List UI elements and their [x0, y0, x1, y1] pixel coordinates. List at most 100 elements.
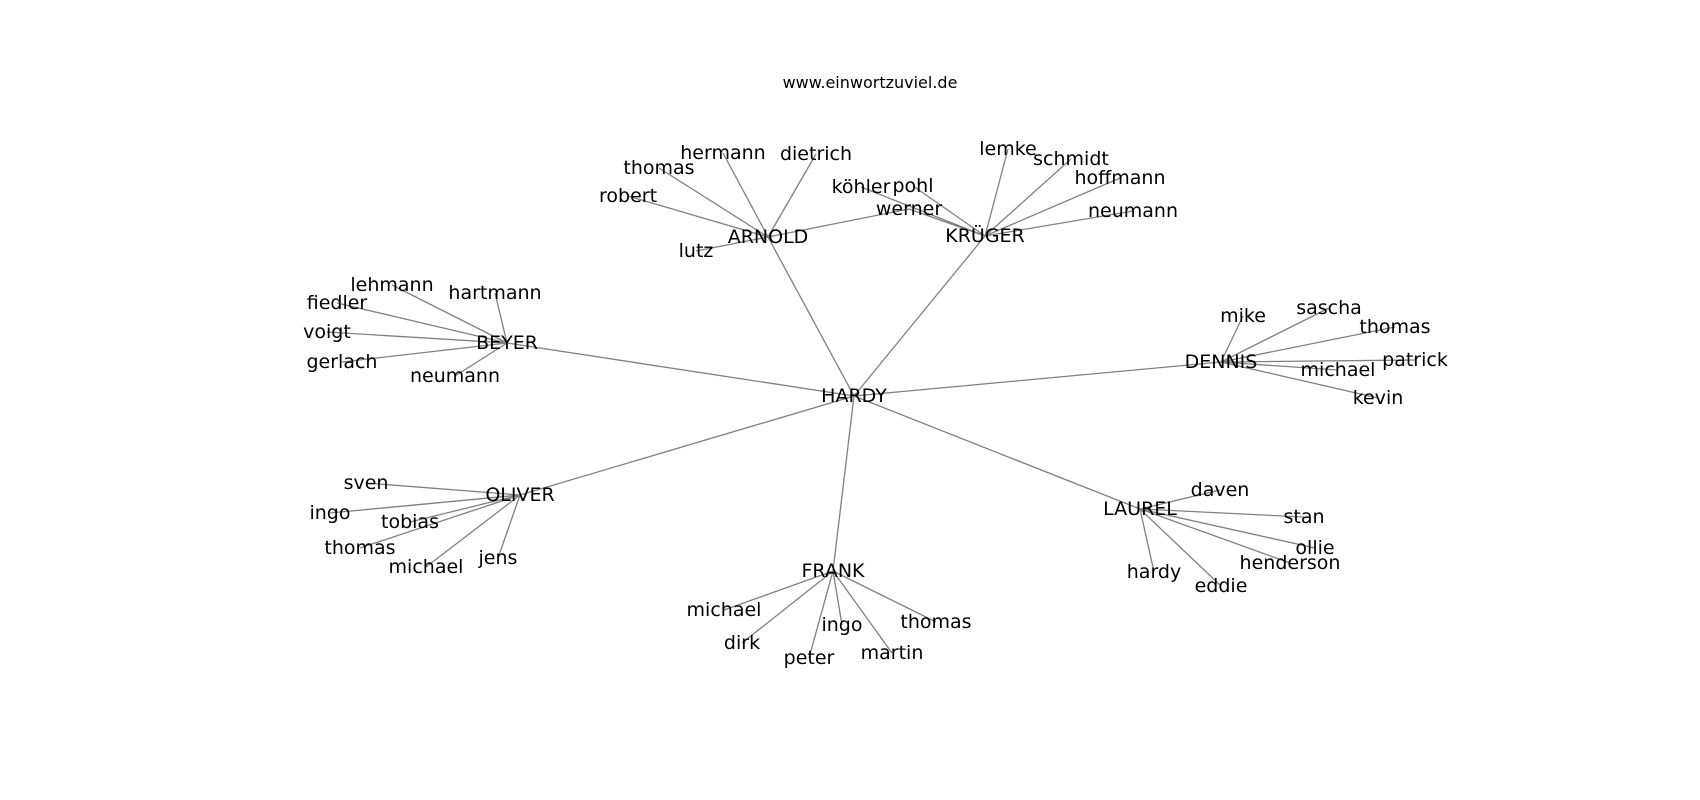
- edge-hardy_c-dennis: [853, 361, 1222, 397]
- node-label-b-fiedler: fiedler: [307, 292, 368, 314]
- node-label-b-lehmann: lehmann: [350, 274, 433, 296]
- node-label-o-jens: jens: [478, 547, 518, 569]
- edge-kruger-k_neumann: [984, 210, 1134, 237]
- edge-laurel-l_henderson: [1139, 508, 1291, 564]
- edge-hardy_c-arnold: [767, 236, 855, 397]
- edge-frank-f_martin: [832, 570, 893, 654]
- edge-dennis-d_mike: [1220, 315, 1244, 363]
- node-label-d-thomas: thomas: [1359, 316, 1430, 338]
- edge-beyer-b_neumann: [454, 342, 508, 377]
- edge-laurel-l_eddie: [1139, 508, 1222, 587]
- edge-beyer-b_hartmann: [494, 292, 508, 344]
- node-label-l-henderson: henderson: [1240, 552, 1341, 574]
- node-label-beyer: BEYER: [476, 332, 538, 354]
- node-label-frank: FRANK: [801, 560, 865, 582]
- edge-oliver-o_michael: [425, 494, 521, 568]
- node-label-arnold: ARNOLD: [728, 226, 809, 248]
- edge-beyer-b_fiedler: [336, 302, 508, 344]
- node-label-o-tobias: tobias: [381, 511, 439, 533]
- edge-dennis-d_thomas: [1220, 326, 1396, 363]
- edge-frank-f_michael: [723, 570, 834, 611]
- node-label-a-lutz: lutz: [679, 240, 714, 262]
- node-label-f-martin: martin: [861, 642, 924, 664]
- edge-kruger-k_pohl: [912, 185, 986, 237]
- node-label-k-schmidt: schmidt: [1033, 148, 1109, 170]
- node-label-d-kevin: kevin: [1353, 387, 1404, 409]
- edges-layer: [326, 148, 1416, 659]
- edge-hardy_c-frank: [832, 395, 855, 572]
- edge-kruger-k_kohler: [860, 186, 986, 237]
- edge-laurel-l_ollie: [1139, 508, 1316, 549]
- node-label-o-ingo: ingo: [309, 502, 350, 524]
- node-label-l-ollie: ollie: [1295, 537, 1334, 559]
- edge-oliver-o_sven: [365, 482, 521, 496]
- node-label-o-thomas: thomas: [324, 537, 395, 559]
- edge-oliver-o_thomas: [359, 494, 521, 549]
- edge-hardy_c-beyer: [506, 342, 855, 397]
- node-label-l-hardy: hardy: [1127, 561, 1181, 583]
- node-label-d-patrick: patrick: [1382, 349, 1448, 371]
- node-label-d-sascha: sascha: [1296, 297, 1362, 319]
- edge-arnold-a_robert: [627, 195, 769, 238]
- node-label-oliver: OLIVER: [485, 484, 554, 506]
- edge-hardy_c-kruger: [853, 235, 986, 397]
- node-label-d-michael: michael: [1301, 359, 1376, 381]
- node-label-laurel: LAUREL: [1103, 498, 1177, 520]
- node-label-k-hoffmann: hoffmann: [1075, 167, 1166, 189]
- node-label-a-dietrich: dietrich: [780, 143, 852, 165]
- node-label-o-sven: sven: [344, 472, 389, 494]
- edge-arnold-a_lutz: [695, 236, 769, 252]
- edge-dennis-d_patrick: [1220, 359, 1416, 363]
- graph-title: www.einwortzuviel.de: [783, 73, 958, 92]
- edge-arnold-a_thomas: [658, 167, 769, 238]
- edge-dennis-d_michael: [1220, 361, 1339, 371]
- node-label-b-hartmann: hartmann: [448, 282, 541, 304]
- edge-dennis-d_kevin: [1220, 361, 1379, 399]
- edge-oliver-o_tobias: [409, 494, 521, 523]
- edge-arnold-a_dietrich: [767, 153, 817, 238]
- node-label-k-lemke: lemke: [979, 138, 1037, 160]
- edge-kruger-k_hoffmann: [984, 177, 1121, 237]
- edge-hardy_c-laurel: [853, 395, 1141, 510]
- node-label-werner: werner: [876, 198, 942, 220]
- edge-kruger-k_lemke: [984, 148, 1009, 237]
- edge-arnold-a_hermann: [722, 152, 769, 238]
- node-label-b-voigt: voigt: [303, 321, 351, 343]
- node-label-k-neumann: neumann: [1088, 200, 1178, 222]
- node-label-a-thomas: thomas: [623, 157, 694, 179]
- node-label-l-daven: daven: [1191, 479, 1250, 501]
- node-label-a-hermann: hermann: [680, 142, 765, 164]
- node-label-l-stan: stan: [1283, 506, 1324, 528]
- edge-frank-f_thomas: [832, 570, 937, 623]
- node-label-k-pohl: pohl: [892, 175, 933, 197]
- node-label-k-kohler: köhler: [832, 176, 891, 198]
- edge-arnold-werner: [767, 208, 910, 238]
- edge-beyer-b_voigt: [326, 331, 508, 344]
- node-label-f-thomas: thomas: [900, 611, 971, 633]
- edge-frank-f_dirk: [741, 570, 834, 644]
- edge-laurel-l_daven: [1139, 489, 1221, 510]
- edge-oliver-o_ingo: [329, 494, 521, 514]
- edge-laurel-l_hardy: [1139, 508, 1155, 573]
- edge-beyer-b_gerlach: [341, 342, 508, 363]
- node-label-f-dirk: dirk: [724, 632, 760, 654]
- node-label-f-michael: michael: [687, 599, 762, 621]
- edge-beyer-b_lehmann: [391, 284, 508, 344]
- node-label-f-peter: peter: [784, 647, 835, 669]
- edge-frank-f_peter: [808, 570, 834, 659]
- edge-oliver-o_jens: [497, 494, 521, 559]
- node-label-b-neumann: neumann: [410, 365, 500, 387]
- node-label-a-robert: robert: [599, 185, 657, 207]
- node-label-o-michael: michael: [389, 556, 464, 578]
- edge-dennis-d_sascha: [1220, 307, 1330, 363]
- node-label-hardy-c: HARDY: [821, 385, 887, 407]
- node-label-f-ingo: ingo: [821, 614, 862, 636]
- edge-laurel-l_stan: [1139, 508, 1305, 518]
- edge-hardy_c-oliver: [519, 395, 855, 496]
- edge-frank-f_ingo: [832, 570, 843, 626]
- node-label-kruger: KRÜGER: [945, 224, 1025, 247]
- node-label-b-gerlach: gerlach: [307, 351, 378, 373]
- node-label-l-eddie: eddie: [1195, 575, 1248, 597]
